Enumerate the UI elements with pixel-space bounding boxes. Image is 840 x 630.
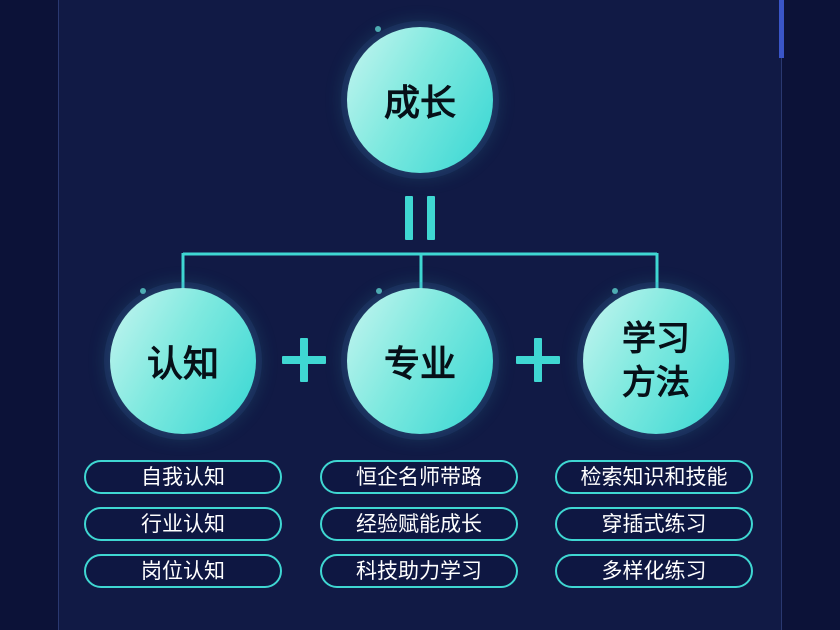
plus-sign (516, 338, 560, 382)
decor-dot (140, 288, 146, 294)
list-item: 恒企名师带路 (320, 460, 518, 494)
list-item: 检索知识和技能 (555, 460, 753, 494)
list-item: 经验赋能成长 (320, 507, 518, 541)
list-item: 行业认知 (84, 507, 282, 541)
scrollbar-thumb[interactable] (779, 0, 784, 58)
node-cognition-label: 认知 (146, 344, 219, 385)
node-learning-method-line2: 方法 (622, 363, 690, 403)
decor-dot (612, 288, 618, 294)
decor-dot (376, 288, 382, 294)
node-profession-label: 专业 (383, 344, 456, 385)
node-growth-label: 成长 (383, 83, 456, 124)
node-learning-method: 学习 方法 (583, 288, 729, 434)
plus-sign (282, 338, 326, 382)
list-item: 穿插式练习 (555, 507, 753, 541)
equals-sign (405, 196, 435, 240)
node-learning-method-line1: 学习 (622, 319, 690, 359)
node-profession: 专业 (347, 288, 493, 434)
decor-dot (375, 26, 381, 32)
list-item: 岗位认知 (84, 554, 282, 588)
list-item: 多样化练习 (555, 554, 753, 588)
node-growth: 成长 (347, 27, 493, 173)
node-cognition: 认知 (110, 288, 256, 434)
list-item: 科技助力学习 (320, 554, 518, 588)
list-item: 自我认知 (84, 460, 282, 494)
